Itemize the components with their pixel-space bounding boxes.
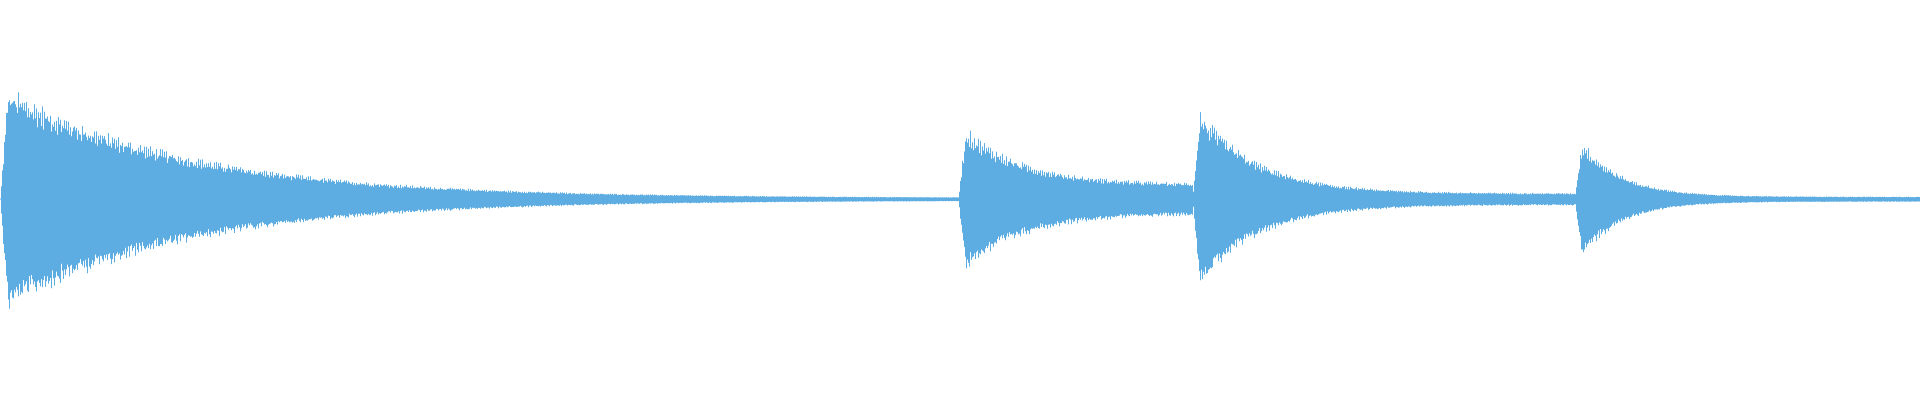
waveform-trace: [0, 92, 1920, 309]
waveform-samples: [0, 92, 1920, 309]
